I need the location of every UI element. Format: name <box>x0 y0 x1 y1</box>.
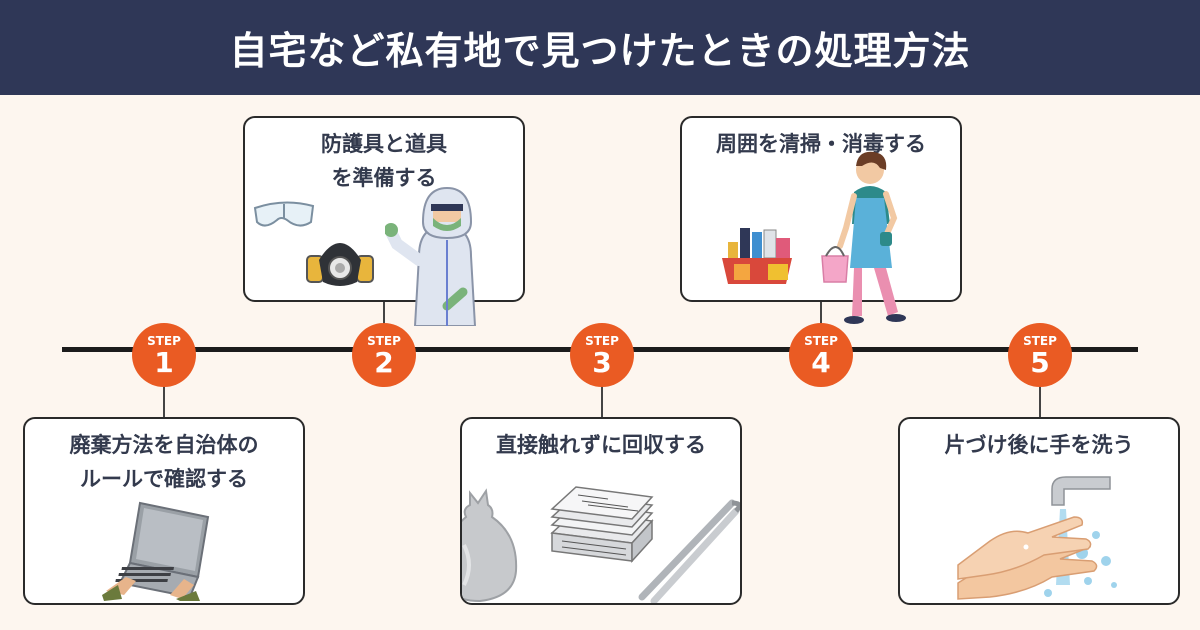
goggles-icon <box>253 201 315 227</box>
step-1-title-line1: 廃棄方法を自治体の <box>69 433 259 457</box>
respirator-mask-icon <box>306 243 374 286</box>
step-5-card: 片づけ後に手を洗う <box>898 417 1180 605</box>
step-3-badge: STEP 3 <box>570 323 634 387</box>
laptop-typing-icon <box>102 501 210 601</box>
newspaper-stack-icon <box>550 486 654 563</box>
step-3-card: 直接触れずに回収する <box>460 417 742 605</box>
step-5-number: 5 <box>1030 345 1050 379</box>
hand-washing-icon <box>957 476 1117 600</box>
step-1-label: STEP <box>147 333 181 348</box>
step-4-card: 周囲を清掃・消毒する <box>680 116 962 302</box>
step-2-card: 防護具と道具 を準備する <box>243 116 525 302</box>
step-2-label: STEP <box>367 333 401 348</box>
connector-step-5 <box>1039 380 1041 418</box>
step-5-badge: STEP 5 <box>1008 323 1072 387</box>
step-1-card: 廃棄方法を自治体の ルールで確認する <box>23 417 305 605</box>
cleaning-person-icon <box>821 151 906 324</box>
step-3-label: STEP <box>585 333 619 348</box>
step-4-badge: STEP 4 <box>789 323 853 387</box>
tongs-icon <box>638 499 740 603</box>
step-2-number: 2 <box>374 345 394 379</box>
connector-step-4 <box>820 302 822 328</box>
cleaning-basket-icon <box>722 228 792 284</box>
step-1-title-line2: ルールで確認する <box>80 467 248 491</box>
step-4-label: STEP <box>804 333 838 348</box>
step-1-number: 1 <box>154 345 174 379</box>
step-3-title-line1: 直接触れずに回収する <box>496 433 706 457</box>
step-5-label: STEP <box>1023 333 1057 348</box>
garbage-bag-icon <box>462 488 518 603</box>
connector-step-3 <box>601 380 603 418</box>
header-bar: 自宅など私有地で見つけたときの処理方法 <box>0 0 1200 95</box>
step-2-title-line1: 防護具と道具 <box>321 132 447 156</box>
step-3-number: 3 <box>592 345 612 379</box>
step-1-badge: STEP 1 <box>132 323 196 387</box>
step-5-title-line1: 片づけ後に手を洗う <box>944 433 1134 457</box>
page-title: 自宅など私有地で見つけたときの処理方法 <box>229 29 971 73</box>
connector-step-2 <box>383 302 385 328</box>
step-4-title-line1: 周囲を清掃・消毒する <box>716 132 926 156</box>
step-2-badge: STEP 2 <box>352 323 416 387</box>
step-4-number: 4 <box>811 345 831 379</box>
step-2-title-line2: を準備する <box>331 166 437 190</box>
protective-suit-person-icon <box>385 186 477 326</box>
connector-step-1 <box>163 380 165 418</box>
